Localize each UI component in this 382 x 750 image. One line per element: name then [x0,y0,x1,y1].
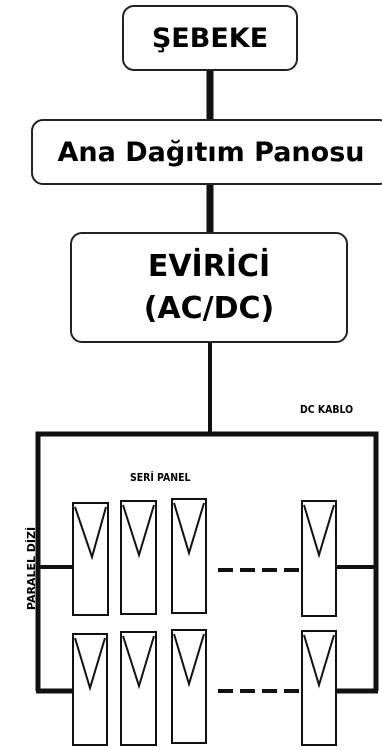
solar-panel [171,629,207,744]
solar-panel [301,500,337,617]
solar-panel [171,498,207,614]
solar-panel [72,502,109,616]
dc-cable-frame [35,431,379,691]
series-panel-label: SERİ PANEL [130,471,191,484]
solar-panel [301,630,337,746]
main-distribution-panel-box: Ana Dağıtım Panosu [31,119,382,185]
solar-panel [120,631,157,746]
dc-cable-label: DC KABLO [300,403,354,416]
parallel-array-label: PARALEL DİZİ [25,526,39,611]
inverter-box: EVİRİCİ (AC/DC) [70,232,348,343]
solar-panel [120,500,157,615]
inverter-label-line1: EVİRİCİ [147,248,271,284]
inverter-label-line2: (AC/DC) [143,290,275,326]
main-distribution-panel-label: Ana Dağıtım Panosu [57,136,365,168]
grid-label: ŞEBEKE [151,22,269,54]
solar-panel [72,633,108,746]
grid-box: ŞEBEKE [122,5,298,71]
